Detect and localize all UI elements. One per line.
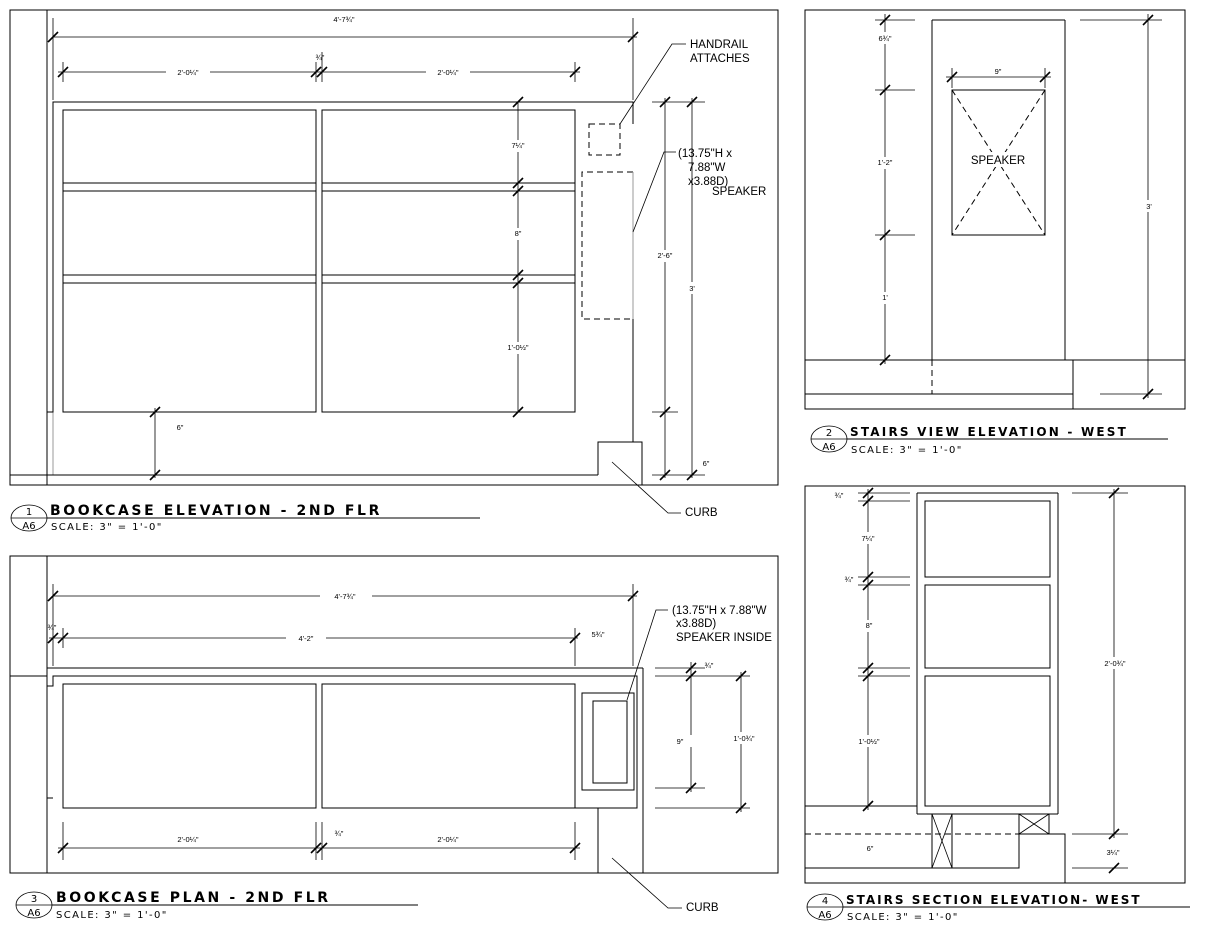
note-speaker-1: (13.75"H x: [678, 148, 732, 160]
dim-shelf-bottom: 1'-0½": [507, 343, 529, 352]
sheet-ref: A6: [22, 521, 35, 532]
dim-top: 6¾": [878, 34, 891, 43]
dim-speaker-depth: 9": [677, 737, 684, 746]
drawing-number: 3: [31, 894, 37, 905]
speaker-outline: [581, 171, 633, 320]
dim-center-gap: ¾": [335, 829, 344, 838]
view-frame: [804, 485, 1186, 884]
bookcase-elevation-view: 4'-7¾" 2'-0¼" 2'-0¼" ¾" 7¼" 8" 1'-0½": [9, 9, 779, 533]
dim-overall-width: 4'-7¾": [333, 15, 355, 24]
dim-bottom: 1': [882, 293, 888, 302]
note-speaker-1: (13.75"H x 7.88"W: [672, 605, 767, 617]
note-handrail-1: HANDRAIL: [690, 39, 749, 51]
drawing-number: 4: [822, 896, 828, 907]
note-speaker-2: x3.88D): [676, 618, 716, 630]
dim-shelf-top: 7¼": [861, 534, 874, 543]
dim-overall-height: 3': [1146, 202, 1152, 211]
sheet-ref: A6: [822, 442, 835, 453]
dim-left-side: ¾": [48, 623, 57, 632]
stairs-view-elevation-view: SPEAKER 9" 6¾" 1'-2" 1' 3': [804, 9, 1186, 456]
dim-bottom-board: 3¼": [1106, 848, 1119, 857]
drawing-title: BOOKCASE PLAN - 2ND FLR: [56, 890, 331, 906]
leader-speaker: [632, 151, 676, 233]
dim-curb-height: 6": [703, 459, 710, 468]
note-speaker-4: SPEAKER: [712, 186, 766, 198]
note-speaker-2: 7.88"W: [688, 162, 725, 174]
view-frame: [9, 9, 779, 486]
dim-overall-height: 2'-0¾": [1104, 659, 1126, 668]
drawing-title: BOOKCASE ELEVATION - 2ND FLR: [50, 503, 382, 519]
dim-center-gap: ¾": [316, 53, 325, 62]
drawing-number: 2: [826, 428, 832, 439]
leader-speaker: [626, 609, 668, 701]
dim-right-width: 2'-0¼": [437, 68, 459, 77]
dim-shelf-bottom: 1'-0½": [858, 737, 880, 746]
note-curb: CURB: [686, 902, 719, 914]
note-handrail-2: ATTACHES: [690, 53, 750, 65]
sheet-ref: A6: [818, 910, 831, 921]
dim-shelf-mid: 8": [515, 229, 522, 238]
dim-board-mid: ¾": [845, 575, 854, 584]
leader-handrail: [619, 43, 686, 125]
view-frame: [9, 555, 779, 874]
dim-top-board: ¾": [835, 491, 844, 500]
leader-curb: [611, 857, 682, 909]
dim-right-width: 2'-0¼": [437, 835, 459, 844]
drawing-title: STAIRS VIEW ELEVATION - WEST: [850, 425, 1128, 439]
stairs-section-elevation-view: ¾" 7¼" ¾" 8" 1'-0½" 6" 2'-0¾" 3¼" 4 A6 S…: [804, 485, 1190, 923]
sheet-ref: A6: [27, 908, 40, 919]
dim-speaker-width: 9": [995, 67, 1002, 76]
drawing-scale: SCALE: 3" = 1'-0": [56, 910, 168, 921]
speaker-box: [951, 89, 1046, 236]
dim-left-width: 2'-0¼": [177, 68, 199, 77]
drawing-scale: SCALE: 3" = 1'-0": [851, 445, 963, 456]
dim-left-width: 2'-0¼": [177, 835, 199, 844]
dim-right-side: 5¾": [591, 630, 604, 639]
dim-speaker-height: 1'-2": [878, 158, 893, 167]
dim-speaker-height: 2'-6": [658, 251, 673, 260]
note-speaker-3: SPEAKER INSIDE: [676, 632, 772, 644]
bookcase-plan-view: 4'-7¾" 4'-2" ¾" 5¾" 2'-0¼" 2'-0¼" ¾": [9, 555, 779, 921]
note-speaker-3: x3.88D): [688, 176, 728, 188]
dim-overall-height: 3': [689, 284, 695, 293]
drawing-scale: SCALE: 3" = 1'-0": [51, 522, 163, 533]
dim-back: ¾": [705, 661, 714, 670]
note-speaker: SPEAKER: [971, 155, 1025, 167]
dim-base: 6": [867, 844, 874, 853]
title-block-2: 2 A6 STAIRS VIEW ELEVATION - WEST SCALE:…: [810, 425, 1168, 456]
handrail-attachment: [588, 123, 621, 156]
dim-overall-depth: 1'-0¾": [733, 734, 755, 743]
drawing-scale: SCALE: 3" = 1'-0": [847, 912, 959, 923]
view-frame: [804, 9, 1186, 410]
title-block-3: 3 A6 BOOKCASE PLAN - 2ND FLR SCALE: 3" =…: [15, 890, 418, 921]
dim-overall-width: 4'-7¾": [334, 592, 356, 601]
dim-shelf-mid: 8": [866, 621, 873, 630]
dim-shelf-top: 7¼": [511, 141, 524, 150]
note-curb: CURB: [685, 507, 718, 519]
dim-base: 6": [177, 423, 184, 432]
title-block-4: 4 A6 STAIRS SECTION ELEVATION- WEST SCAL…: [806, 893, 1190, 923]
dim-inner-width: 4'-2": [299, 634, 314, 643]
drawing-title: STAIRS SECTION ELEVATION- WEST: [846, 893, 1142, 907]
drawing-number: 1: [26, 507, 32, 518]
leader-curb: [611, 461, 681, 514]
title-block-1: 1 A6 BOOKCASE ELEVATION - 2ND FLR SCALE:…: [10, 503, 480, 533]
